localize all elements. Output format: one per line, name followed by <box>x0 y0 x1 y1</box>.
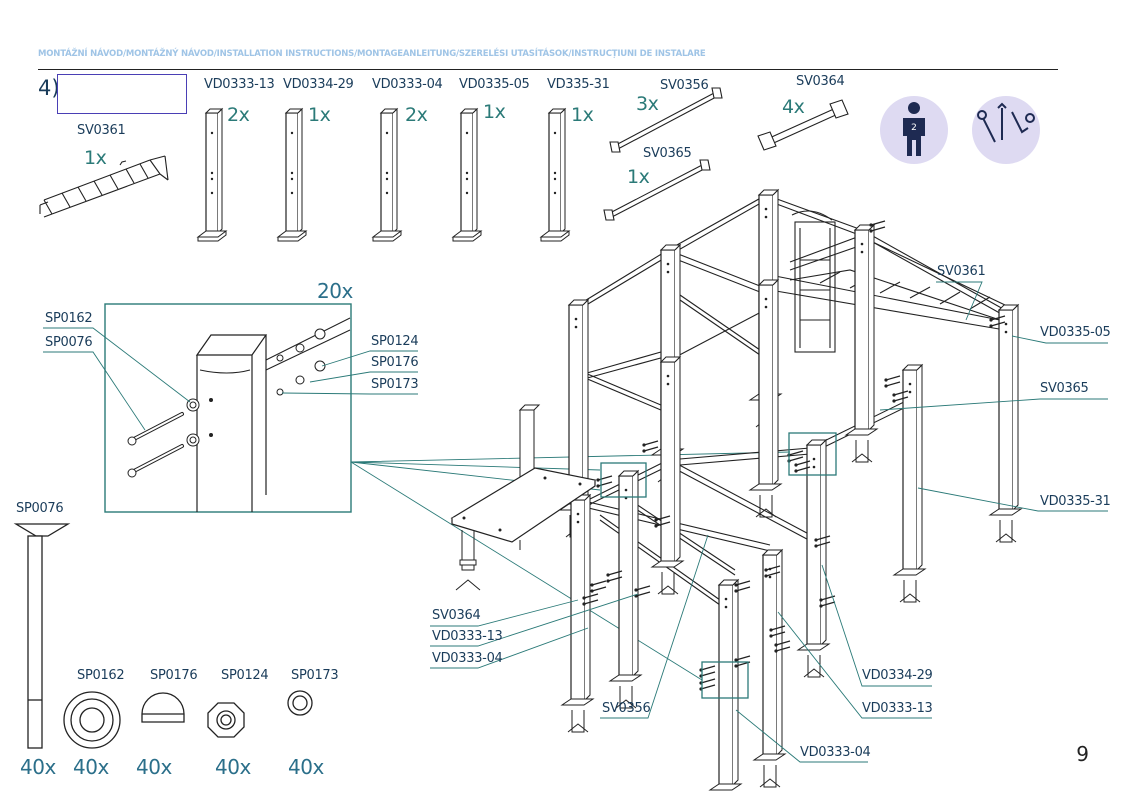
part-label-vd0333-13: VD0333-13 <box>204 77 275 92</box>
page-number: 9 <box>1076 742 1089 766</box>
callout-vd0335-31: VD0335-31 <box>1040 494 1111 509</box>
header-text: MONTÁŽNÍ NÁVOD/MONTÁŽNÝ NÁVOD/INSTALLATI… <box>38 49 706 59</box>
detail-box <box>104 303 352 513</box>
hardware-qty-sp0176: 40x <box>136 755 172 779</box>
callout-sv0364: SV0364 <box>432 608 481 623</box>
part-sv0364-drawing <box>757 99 849 151</box>
callout-vd0333-04-right: VD0333-04 <box>800 745 871 760</box>
main-assembly <box>450 189 1022 791</box>
hardware-label-sp0173: SP0173 <box>291 668 339 683</box>
detail-label-sp0176: SP0176 <box>371 355 419 370</box>
hardware-sp0162-drawing <box>63 691 121 749</box>
hardware-qty-sp0173: 40x <box>288 755 324 779</box>
hardware-label-sp0176: SP0176 <box>150 668 198 683</box>
hardware-label-sp0076: SP0076 <box>16 501 64 516</box>
part-vd335-31-drawing <box>540 108 570 242</box>
part-vd0333-04-drawing <box>372 108 402 242</box>
hardware-sp0173-drawing <box>287 690 313 716</box>
part-vd0334-29-drawing <box>277 108 307 242</box>
detail-label-sp0162: SP0162 <box>45 311 93 326</box>
part-vd0333-13-drawing <box>197 108 227 242</box>
hardware-sp0124-drawing <box>207 702 245 738</box>
hardware-sp0176-drawing <box>141 692 185 723</box>
hardware-label-sp0162: SP0162 <box>77 668 125 683</box>
callout-vd0335-05: VD0335-05 <box>1040 325 1111 340</box>
part-qty-vd0333-13: 2x <box>227 104 250 126</box>
callout-vd0333-13-right: VD0333-13 <box>862 701 933 716</box>
part-label-sv0356: SV0356 <box>660 78 709 93</box>
tools-icon <box>977 102 1035 143</box>
detail-label-sp0173: SP0173 <box>371 377 419 392</box>
callout-leaders <box>430 281 1108 763</box>
part-label-vd0334-29: VD0334-29 <box>283 77 354 92</box>
detail-qty: 20x <box>317 279 353 303</box>
step-number: 4) <box>38 76 60 100</box>
part-vd0335-05-drawing <box>452 108 482 242</box>
part-qty-vd335-31: 1x <box>571 104 594 126</box>
part-label-sv0361: SV0361 <box>77 123 126 138</box>
callout-vd0334-29: VD0334-29 <box>862 668 933 683</box>
detail-label-sp0124: SP0124 <box>371 334 419 349</box>
hardware-qty-sp0124: 40x <box>215 755 251 779</box>
part-label-vd0333-04: VD0333-04 <box>372 77 443 92</box>
callout-sv0356: SV0356 <box>602 701 651 716</box>
part-label-vd335-31: VD335-31 <box>547 77 610 92</box>
hardware-label-sp0124: SP0124 <box>221 668 269 683</box>
part-label-sv0365: SV0365 <box>643 146 692 161</box>
part-qty-sv0361: 1x <box>84 147 107 169</box>
hardware-sp0076-drawing <box>13 523 71 749</box>
detail-label-sp0076: SP0076 <box>45 335 93 350</box>
callout-vd0333-04-left: VD0333-04 <box>432 651 503 666</box>
part-qty-sv0365: 1x <box>627 166 650 188</box>
callout-sv0365: SV0365 <box>1040 381 1089 396</box>
part-label-vd0335-05: VD0335-05 <box>459 77 530 92</box>
two-person-icon: 2 <box>903 102 925 156</box>
part-qty-sv0356: 3x <box>636 93 659 115</box>
header-divider <box>38 69 1058 70</box>
svg-text:2: 2 <box>911 123 917 133</box>
callout-vd0333-13-left: VD0333-13 <box>432 629 503 644</box>
part-qty-vd0333-04: 2x <box>405 104 428 126</box>
part-qty-vd0334-29: 1x <box>308 104 331 126</box>
part-label-sv0364: SV0364 <box>796 74 845 89</box>
part-qty-vd0335-05: 1x <box>483 101 506 123</box>
step-title-box <box>57 74 187 114</box>
hardware-qty-sp0162: 40x <box>73 755 109 779</box>
callout-sv0361: SV0361 <box>937 264 986 279</box>
hardware-qty-sp0076: 40x <box>20 755 56 779</box>
part-sv0356-drawing <box>609 87 723 153</box>
part-qty-sv0364: 4x <box>782 96 805 118</box>
part-sv0361-drawing <box>39 155 169 218</box>
part-sv0365-drawing <box>603 159 711 221</box>
